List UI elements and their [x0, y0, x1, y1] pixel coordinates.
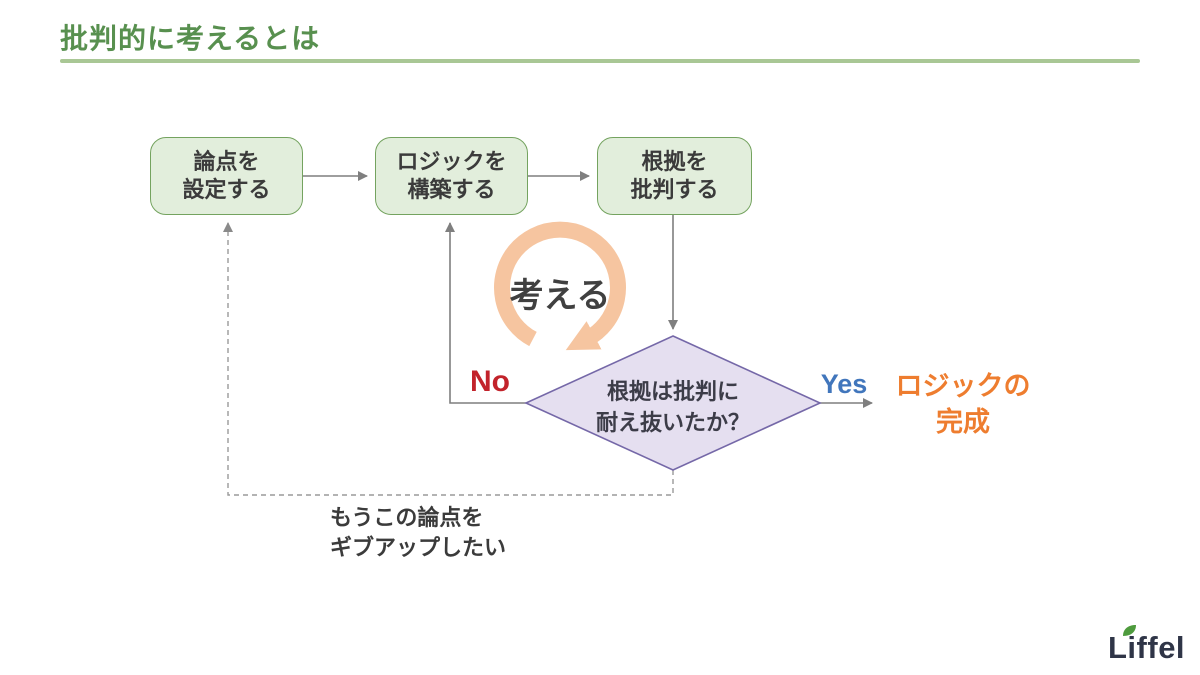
- giveup-note: もうこの論点を ギブアップしたい: [330, 503, 506, 563]
- brand-logo: Liffel: [1108, 630, 1186, 665]
- flow-box-build-logic: ロジックを 構築する: [375, 137, 528, 215]
- decision-line: 根拠は批判に: [606, 379, 739, 404]
- title-underline: [60, 59, 1140, 63]
- arrow-no-return: [445, 222, 526, 404]
- flow-box-line: 根拠を: [641, 148, 708, 174]
- result-line: ロジックの: [895, 371, 1031, 401]
- result-line: 完成: [936, 407, 990, 438]
- no-branch-label: No: [470, 365, 510, 398]
- yes-branch-label: Yes: [820, 369, 868, 399]
- arrow-giveup-dashed: [223, 222, 674, 496]
- decision-diamond: [524, 335, 822, 471]
- flow-box-line: 批判する: [630, 177, 719, 202]
- giveup-line: もうこの論点を: [330, 505, 484, 530]
- decision-text: 根拠は批判に 耐え抜いたか？: [563, 377, 783, 439]
- flow-box-line: ロジックを: [396, 148, 507, 174]
- flow-box-line: 設定する: [182, 177, 271, 202]
- leaf-icon: [1123, 625, 1136, 636]
- result-label: ロジックの 完成: [887, 368, 1039, 441]
- decision-line: 耐え抜いたか？: [595, 409, 750, 435]
- page-title: 批判的に考えるとは: [60, 23, 321, 54]
- loop-arrow-icon: [494, 221, 626, 351]
- giveup-line: ギブアップしたい: [330, 534, 507, 560]
- flow-box-line: 論点を: [193, 148, 260, 174]
- flow-box-line: 構築する: [407, 177, 496, 202]
- flow-box-critique-evidence: 根拠を 批判する: [597, 137, 752, 215]
- flow-box-set-issue: 論点を 設定する: [150, 137, 303, 215]
- loop-label: 考える: [509, 277, 611, 315]
